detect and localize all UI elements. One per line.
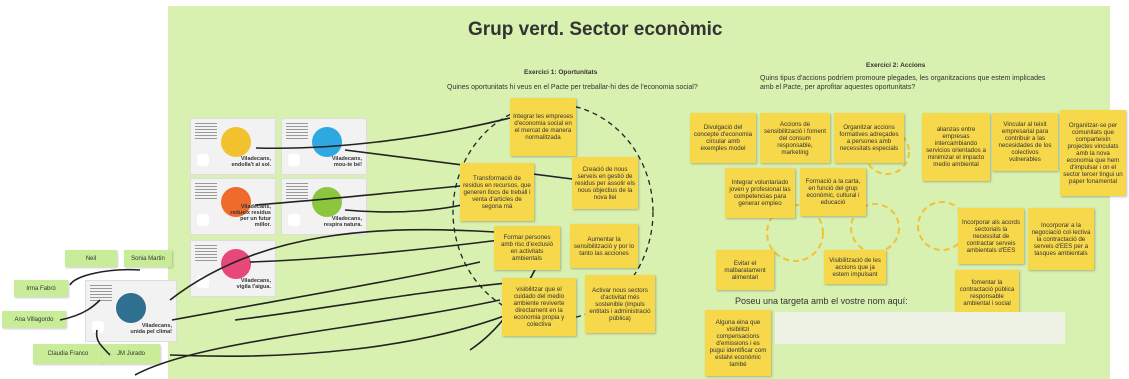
card-text-block [286,183,308,199]
card-text-block [90,285,112,301]
hand-icon [92,321,104,333]
board-title: Grup verd. Sector econòmic [468,19,723,40]
hand-icon [288,214,300,226]
hourglass-icon [221,249,251,279]
sticky-note[interactable]: Evitar el malbaratament alimentari [716,250,774,290]
card-text-block [195,245,217,261]
card-text-block [195,123,217,139]
hand-icon [197,154,209,166]
sticky-note[interactable]: visibilitzar que el cuidado del medio am… [502,278,576,336]
sticky-note[interactable]: Incorporar als acords sectorials la nece… [958,208,1024,264]
connector-line [255,117,511,150]
card-caption: Viladecans, mou-te bé! [331,156,362,168]
dashed-circle-actions [766,204,824,262]
sticky-note[interactable]: Visibilització de les accions que ja est… [824,250,886,284]
sticky-note[interactable]: Creació de nous serveis en gestió de res… [572,157,638,209]
sticky-note[interactable]: Organitzar-se per comunitats que compart… [1060,110,1126,196]
name-note[interactable]: Sonia Martin [124,250,172,267]
campaign-card-water[interactable]: Viladecans, vigila l'aigua. [190,240,276,297]
card-caption: Viladecans, respira natura. [323,216,362,228]
name-card-area[interactable] [775,312,1065,344]
campaign-card-sun[interactable]: Viladecans, endolla't al sol. [190,118,276,175]
card-text-block [286,123,308,139]
sun-icon [221,127,251,157]
connector-line [234,279,541,321]
connector-line [59,299,101,321]
card-caption: Viladecans, redueix residus per un futur… [230,204,271,228]
hand-icon [197,214,209,226]
sticky-note[interactable]: Alguna eina que visibilitzi compensacion… [705,310,771,376]
dashed-circle-actions [850,203,900,253]
sticky-note[interactable]: Divulgació del concepte d'economia circu… [690,113,756,163]
sticky-note[interactable]: Activar nous sectors d'activitat més sos… [585,275,655,333]
exercise2-question: Quins tipus d'accions podríem promoure p… [760,75,1046,91]
sticky-note[interactable]: Integrar les empreses d'economia social … [510,98,576,156]
name-note[interactable]: Claudia Franco [33,344,103,364]
sticky-note[interactable]: Accions de sensibilització i foment del … [760,113,830,163]
connector-line [254,184,471,206]
name-note[interactable]: JM Jurado [102,344,160,364]
connector-line [134,299,501,376]
card-caption: Viladecans, unida pel clima! [130,323,172,335]
exercise2-heading: Exercici 2: Accions [866,62,926,69]
sticky-note[interactable]: Integrar voluntariado joven y profesiona… [725,168,795,218]
name-note[interactable]: Ana Villagordo [2,311,66,328]
connector-line [249,239,501,263]
connector-line [169,228,496,301]
sticky-note[interactable]: Organitzar accions formatives adreçades … [834,113,904,163]
hands-icon [116,293,146,323]
connector-line [95,329,111,356]
campaign-card-bike[interactable]: Viladecans, mou-te bé! [281,118,367,175]
name-note[interactable]: Neil [65,250,117,267]
sticky-note[interactable]: Incorporar a la negociació col·lectiva l… [1028,208,1094,270]
card-caption: Viladecans, vigila l'aigua. [236,278,271,290]
sticky-note[interactable]: Vincular al teixit empresarial para cont… [992,113,1058,171]
sticky-note[interactable]: alianzas entre empresas intercambiando s… [922,113,990,181]
hand-icon [288,154,300,166]
exercise1-heading: Exercici 1: Oportunitats [524,69,598,76]
name-note[interactable]: Irma Fabró [14,280,68,297]
exercise1-question: Quines oportunitats hi veus en el Pacte … [447,84,698,91]
card-text-block [195,183,217,199]
sticky-note[interactable]: fomentar la contractació pública respons… [955,270,1019,316]
sticky-note[interactable]: Formació a la carta, en funció del grup … [800,168,866,216]
plant-icon [312,187,342,217]
recycle-icon [221,187,251,217]
sticky-note[interactable]: Transformació de residus en recursos, qu… [460,163,534,221]
name-card-prompt: Poseu una targeta amb el vostre nom aquí… [735,296,908,306]
sticky-note[interactable]: Aumentar la sensibilització y por lo tan… [570,224,638,268]
connector-line [171,261,481,321]
connector-line [69,268,141,286]
bicycle-icon [312,127,342,157]
connector-line [169,309,521,357]
card-caption: Viladecans, endolla't al sol. [231,156,271,168]
sticky-note[interactable]: Formar persones amb risc d'exclusió en a… [494,226,560,270]
campaign-card-recycle[interactable]: Viladecans, redueix residus per un futur… [190,178,276,235]
campaign-card-nature[interactable]: Viladecans, respira natura. [281,178,367,235]
campaign-card-climate[interactable]: Viladecans, unida pel clima! [85,280,177,342]
